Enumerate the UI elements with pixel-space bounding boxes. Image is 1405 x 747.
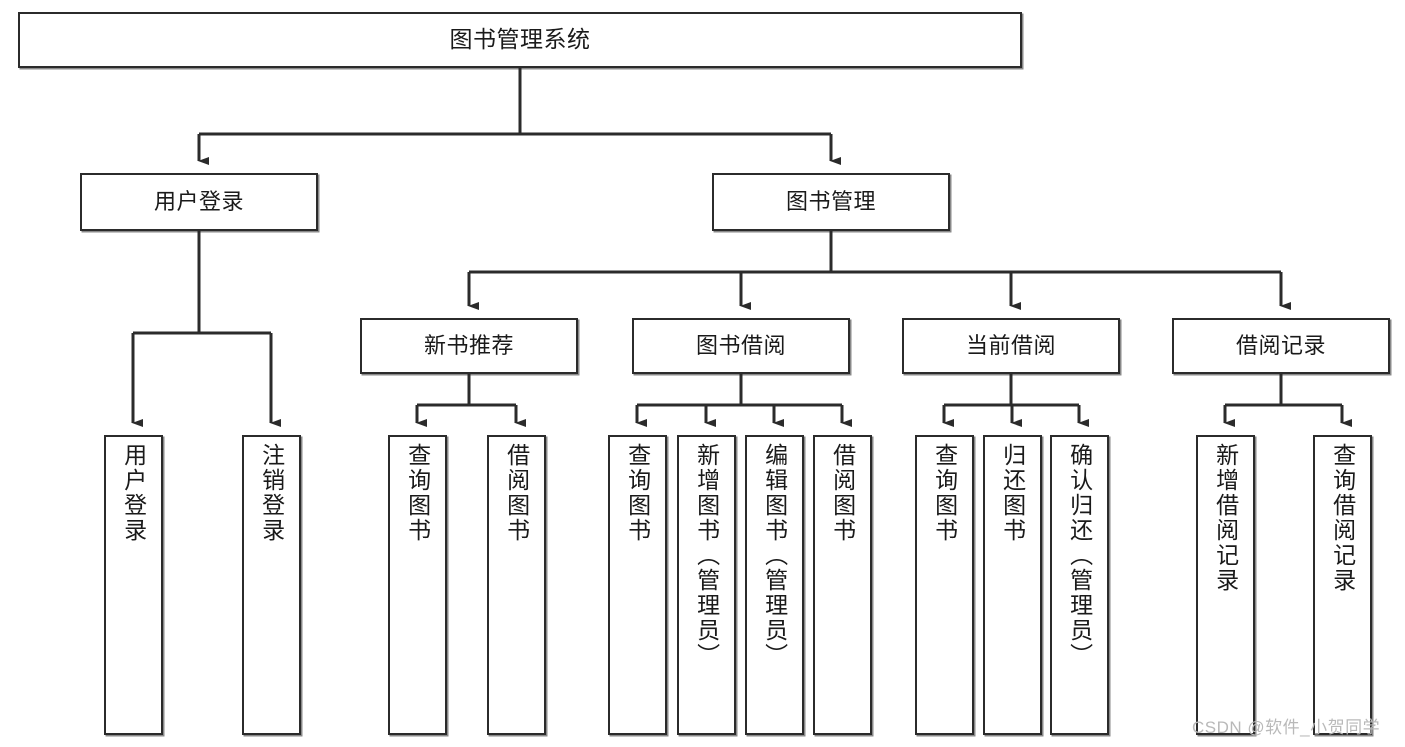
leaf-box-leaf-return-book[interactable]: 归还图书 xyxy=(983,435,1042,735)
node-label: 新书推荐 xyxy=(423,333,514,359)
level2-box-new-book-recommend[interactable]: 新书推荐 xyxy=(360,318,578,374)
node-label: 图书管理系统 xyxy=(449,26,591,53)
node-label: 编辑图书（管理员） xyxy=(761,443,788,668)
node-label: 借阅记录 xyxy=(1235,333,1326,359)
node-label: 图书借阅 xyxy=(695,333,786,359)
leaf-box-leaf-query-book-borrow[interactable]: 查询图书 xyxy=(608,435,667,735)
level2-box-current-borrow[interactable]: 当前借阅 xyxy=(902,318,1120,374)
leaf-box-leaf-borrow-book-recommend[interactable]: 借阅图书 xyxy=(487,435,546,735)
node-label: 借阅图书 xyxy=(503,443,530,543)
node-label: 查询图书 xyxy=(404,443,431,543)
level2-box-borrow-record[interactable]: 借阅记录 xyxy=(1172,318,1390,374)
node-label: 注销登录 xyxy=(258,443,285,543)
leaf-box-leaf-user-logout[interactable]: 注销登录 xyxy=(242,435,301,735)
csdn-watermark: CSDN @软件_小贺同学 xyxy=(1192,718,1381,737)
leaf-box-leaf-query-book-current[interactable]: 查询图书 xyxy=(915,435,974,735)
level1-box-book-management[interactable]: 图书管理 xyxy=(712,173,950,231)
node-label: 新增图书（管理员） xyxy=(693,443,720,668)
leaf-box-leaf-edit-book-admin[interactable]: 编辑图书（管理员） xyxy=(745,435,804,735)
node-label: 借阅图书 xyxy=(829,443,856,543)
leaf-box-leaf-add-borrow-record[interactable]: 新增借阅记录 xyxy=(1196,435,1255,735)
node-label: 当前借阅 xyxy=(965,333,1056,359)
node-label: 用户登录 xyxy=(153,189,244,215)
node-label: 查询图书 xyxy=(624,443,651,543)
leaf-box-leaf-user-login[interactable]: 用户登录 xyxy=(104,435,163,735)
leaf-box-leaf-query-borrow-record[interactable]: 查询借阅记录 xyxy=(1313,435,1372,735)
node-label: 查询图书 xyxy=(931,443,958,543)
leaf-box-leaf-add-book-admin[interactable]: 新增图书（管理员） xyxy=(677,435,736,735)
root-box-root[interactable]: 图书管理系统 xyxy=(18,12,1022,68)
node-label: 查询借阅记录 xyxy=(1329,443,1356,593)
leaf-box-leaf-borrow-book[interactable]: 借阅图书 xyxy=(813,435,872,735)
node-label: 新增借阅记录 xyxy=(1212,443,1239,593)
node-label: 确认归还（管理员） xyxy=(1066,443,1093,668)
level2-box-book-borrow[interactable]: 图书借阅 xyxy=(632,318,850,374)
node-label: 用户登录 xyxy=(120,443,147,543)
node-label: 归还图书 xyxy=(999,443,1026,543)
leaf-box-leaf-query-book-recommend[interactable]: 查询图书 xyxy=(388,435,447,735)
level1-box-user-login[interactable]: 用户登录 xyxy=(80,173,318,231)
node-label: 图书管理 xyxy=(785,189,876,215)
leaf-box-leaf-confirm-return-admin[interactable]: 确认归还（管理员） xyxy=(1050,435,1109,735)
